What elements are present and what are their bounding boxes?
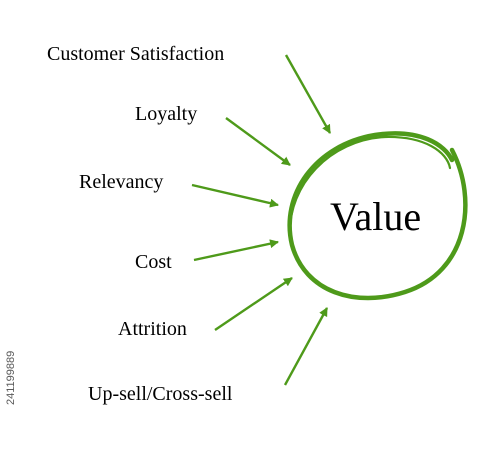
center-label-value: Value	[330, 194, 421, 239]
arrow-upsell-crosssell	[283, 307, 329, 386]
arrow-customer-satisfaction	[284, 54, 332, 134]
factor-label-relevancy: Relevancy	[79, 171, 163, 193]
arrow-attrition	[214, 277, 293, 331]
value-circle-outer-stroke	[287, 131, 468, 301]
arrow-loyalty	[225, 117, 291, 166]
value-circle-inner-stroke	[288, 135, 452, 237]
factor-label-loyalty: Loyalty	[135, 103, 197, 125]
arrow-cost	[193, 239, 279, 262]
factor-label-customer-satisfaction: Customer Satisfaction	[47, 43, 224, 65]
arrow-relevancy	[191, 183, 279, 208]
stock-id-text: 241199889	[5, 351, 17, 405]
factor-label-cost: Cost	[135, 251, 172, 273]
factor-label-attrition: Attrition	[118, 318, 187, 340]
factor-label-upsell-crosssell: Up-sell/Cross-sell	[88, 383, 233, 405]
value-circle	[287, 131, 468, 301]
